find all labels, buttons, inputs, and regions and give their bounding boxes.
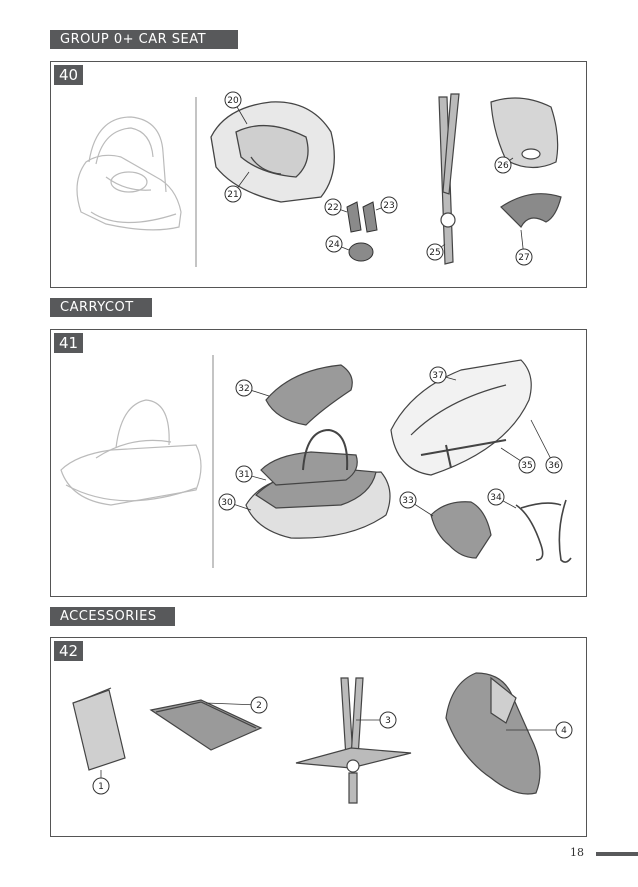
callout-label: 32 xyxy=(238,384,249,394)
callout-badges xyxy=(218,366,563,511)
callout-label: 22 xyxy=(327,203,338,213)
callout-31 xyxy=(235,465,253,483)
callout-34 xyxy=(487,488,505,506)
manual-part xyxy=(72,687,126,771)
section-header-carrycot: CARRYCOT xyxy=(50,298,152,317)
hood-frame-part xyxy=(390,359,532,476)
callout-3 xyxy=(379,711,397,729)
callout-label: 2 xyxy=(256,701,262,711)
callout-label: 24 xyxy=(328,240,340,250)
callout-label: 37 xyxy=(432,371,443,381)
callout-21 xyxy=(224,185,242,203)
callout-36 xyxy=(545,456,563,474)
carrycot-overview xyxy=(60,399,202,506)
page-number-bar xyxy=(596,852,638,856)
callout-label: 4 xyxy=(561,726,567,736)
accessories-parts-illustration: 1 2 3 4 xyxy=(72,672,573,804)
callout-badges xyxy=(92,696,573,795)
carrycot-parts-illustration: 32 37 31 35 36 30 33 34 xyxy=(60,355,572,568)
callout-label: 26 xyxy=(497,161,509,171)
section-header-car-seat: GROUP 0+ CAR SEAT xyxy=(50,30,238,49)
callout-20 xyxy=(224,91,242,109)
callout-24 xyxy=(325,235,343,253)
harness-part xyxy=(438,93,460,265)
car-seat-overview xyxy=(76,116,182,231)
callout-label: 33 xyxy=(402,496,413,506)
callout-33 xyxy=(399,491,417,509)
callout-label: 34 xyxy=(490,493,502,503)
callout-label: 21 xyxy=(227,190,238,200)
callout-35 xyxy=(518,456,536,474)
apron-part xyxy=(265,364,353,426)
callout-label: 27 xyxy=(518,253,529,263)
shoulder-pads-part xyxy=(346,201,378,262)
straps-part xyxy=(515,499,572,563)
panel-accessories: 42 xyxy=(50,637,587,837)
callout-30 xyxy=(218,493,236,511)
callout-37 xyxy=(429,366,447,384)
callout-label: 1 xyxy=(98,782,104,792)
basket-part xyxy=(149,699,263,751)
callout-label: 23 xyxy=(383,201,394,211)
callout-26 xyxy=(494,156,512,174)
callout-label: 36 xyxy=(548,461,560,471)
callout-badges xyxy=(224,91,533,266)
page-number: 18 xyxy=(570,846,584,859)
panel-car-seat: 40 xyxy=(50,61,587,288)
callout-label: 31 xyxy=(238,470,249,480)
panel-number: 40 xyxy=(54,65,83,85)
harness-accessory-part xyxy=(295,677,412,804)
car-seat-parts-illustration: 20 21 22 23 24 25 26 27 xyxy=(76,91,562,267)
callout-label: 3 xyxy=(385,716,391,726)
callout-label: 20 xyxy=(227,96,239,106)
bassinet-part xyxy=(245,428,391,539)
callout-label: 25 xyxy=(429,248,440,258)
callout-2 xyxy=(250,696,268,714)
callout-23 xyxy=(380,196,398,214)
callout-label: 35 xyxy=(521,461,532,471)
seat-insert-part xyxy=(490,97,559,169)
seat-cover-part xyxy=(210,101,335,203)
callout-4 xyxy=(555,721,573,739)
callout-1 xyxy=(92,777,110,795)
footmuff-part xyxy=(445,672,541,795)
callout-32 xyxy=(235,379,253,397)
callout-27 xyxy=(515,248,533,266)
canopy-part xyxy=(500,193,562,228)
callout-22 xyxy=(324,198,342,216)
callout-25 xyxy=(426,243,444,261)
panel-number: 41 xyxy=(54,333,83,353)
callout-label: 30 xyxy=(221,498,233,508)
panel-carrycot: 41 xyxy=(50,329,587,597)
rain-cover-part xyxy=(430,501,492,559)
panel-number: 42 xyxy=(54,641,83,661)
section-header-accessories: ACCESSORIES xyxy=(50,607,175,626)
